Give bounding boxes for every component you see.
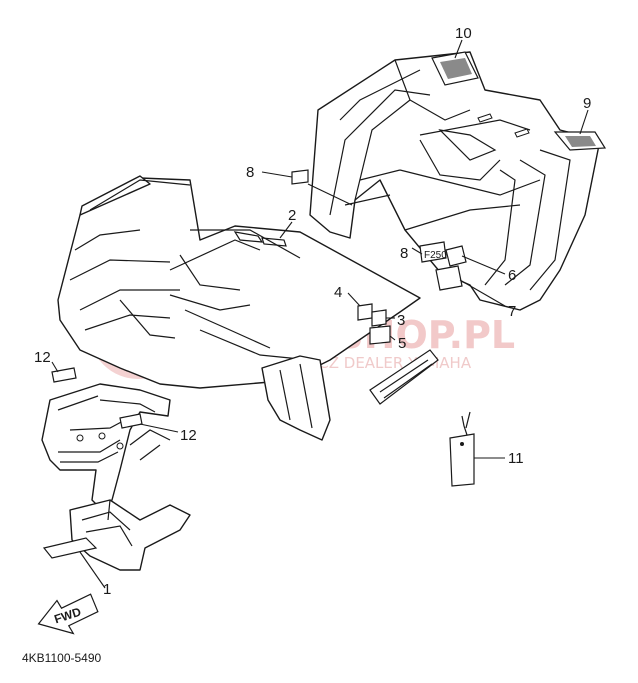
leader-lines bbox=[51, 39, 589, 589]
callout-8-bottom: 8 bbox=[400, 245, 408, 262]
callout-3: 3 bbox=[397, 312, 405, 329]
decal-7 bbox=[435, 265, 463, 291]
callout-12-right: 12 bbox=[180, 427, 197, 444]
callout-1: 1 bbox=[103, 581, 111, 598]
callout-2: 2 bbox=[288, 207, 296, 224]
decal-3 bbox=[371, 309, 387, 327]
decal-4 bbox=[357, 303, 373, 321]
decal-f250 bbox=[419, 241, 447, 263]
callout-7: 7 bbox=[508, 303, 516, 320]
callout-10: 10 bbox=[455, 25, 472, 42]
fwd-arrow-decal: FWD bbox=[37, 593, 99, 635]
callout-5: 5 bbox=[398, 335, 406, 352]
decal-1 bbox=[42, 537, 98, 559]
front-guard bbox=[41, 367, 171, 509]
decal-5 bbox=[369, 325, 391, 345]
decal-12-left bbox=[51, 367, 77, 383]
front-fender bbox=[57, 175, 439, 441]
rear-fender: F250 bbox=[309, 51, 607, 311]
callout-6: 6 bbox=[508, 267, 516, 284]
callout-8-top: 8 bbox=[246, 164, 254, 181]
tag-11 bbox=[449, 411, 475, 487]
lower-guard bbox=[69, 499, 191, 571]
decal-6 bbox=[445, 245, 467, 267]
callout-4: 4 bbox=[334, 284, 342, 301]
part-code: 4KB1100-5490 bbox=[22, 651, 102, 665]
callout-9: 9 bbox=[583, 95, 591, 112]
callout-12-left: 12 bbox=[34, 349, 51, 366]
decal-8-top bbox=[291, 169, 309, 185]
callouts: 10 9 8 2 8 6 4 3 7 5 12 12 11 1 bbox=[34, 25, 591, 598]
decal-wolverine bbox=[369, 349, 439, 405]
callout-11: 11 bbox=[508, 450, 524, 467]
decal-f250-text: F250 bbox=[424, 250, 447, 261]
